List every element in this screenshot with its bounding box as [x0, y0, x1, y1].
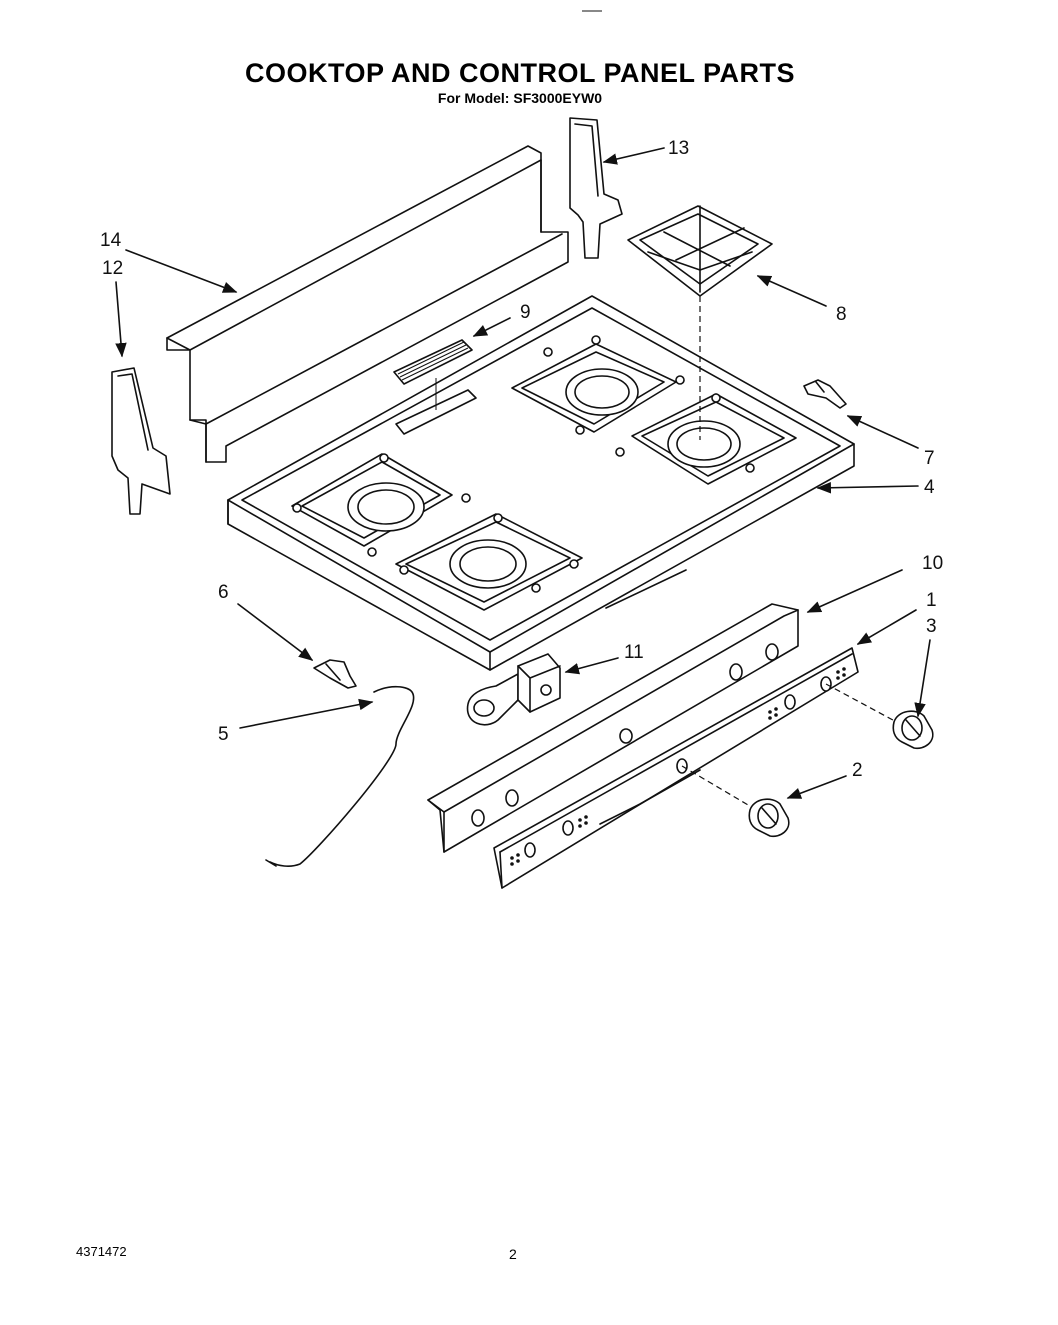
callout-arrow-14: [125, 249, 238, 293]
callout-label-13: 13: [668, 138, 689, 159]
callout-label-12: 12: [102, 258, 123, 279]
callout-label-7: 7: [924, 448, 935, 469]
control-panel-part: [493, 647, 859, 889]
control-knob-part: [748, 798, 790, 838]
callout-arrow-5: [239, 698, 374, 729]
callout-arrow-6: [237, 603, 314, 661]
cooktop-part: [227, 295, 855, 671]
right-bracket-part: [803, 379, 847, 409]
wire-lead-part: [265, 685, 415, 867]
callout-arrow-4: [816, 481, 919, 494]
left-end-cap-part: [111, 367, 171, 515]
document-number: 4371472: [76, 1244, 127, 1259]
callout-arrow-3: [914, 639, 931, 718]
page-title: COOKTOP AND CONTROL PANEL PARTS: [244, 58, 796, 88]
callout-label-1: 1: [926, 590, 937, 611]
callout-label-6: 6: [218, 582, 229, 603]
callout-label-9: 9: [520, 302, 531, 323]
knob-alignment-line: [681, 765, 761, 813]
right-end-cap-part: [569, 117, 623, 259]
callout-label-10: 10: [922, 553, 943, 574]
model-subtitle: For Model: SF3000EYW0: [437, 90, 603, 106]
callout-label-2: 2: [852, 760, 863, 781]
callout-arrow-11: [564, 657, 619, 675]
callout-arrow-9: [472, 317, 511, 337]
vent-grille-part: [393, 339, 477, 435]
callout-label-8: 8: [836, 304, 847, 325]
control-panel-housing-part: [427, 603, 799, 853]
callout-arrow-13: [602, 147, 665, 165]
callout-label-5: 5: [218, 724, 229, 745]
callout-label-11: 11: [624, 642, 644, 663]
switch-part: [466, 653, 561, 726]
callout-arrow-7: [846, 415, 919, 449]
callout-arrow-1: [856, 609, 917, 645]
control-knob-part: [892, 710, 934, 750]
burner-grate-part: [627, 205, 773, 297]
callout-arrow-8: [756, 275, 827, 307]
left-bracket-part: [313, 659, 357, 689]
callout-label-4: 4: [924, 477, 935, 498]
backguard-part: [166, 145, 569, 463]
page-number: 2: [509, 1246, 517, 1262]
knob-alignment-line: [825, 683, 905, 727]
callout-arrow-12: [115, 281, 127, 358]
callout-label-3: 3: [926, 616, 937, 637]
callout-arrow-2: [786, 775, 847, 799]
callout-arrow-10: [806, 569, 903, 613]
callout-label-14: 14: [100, 230, 122, 251]
